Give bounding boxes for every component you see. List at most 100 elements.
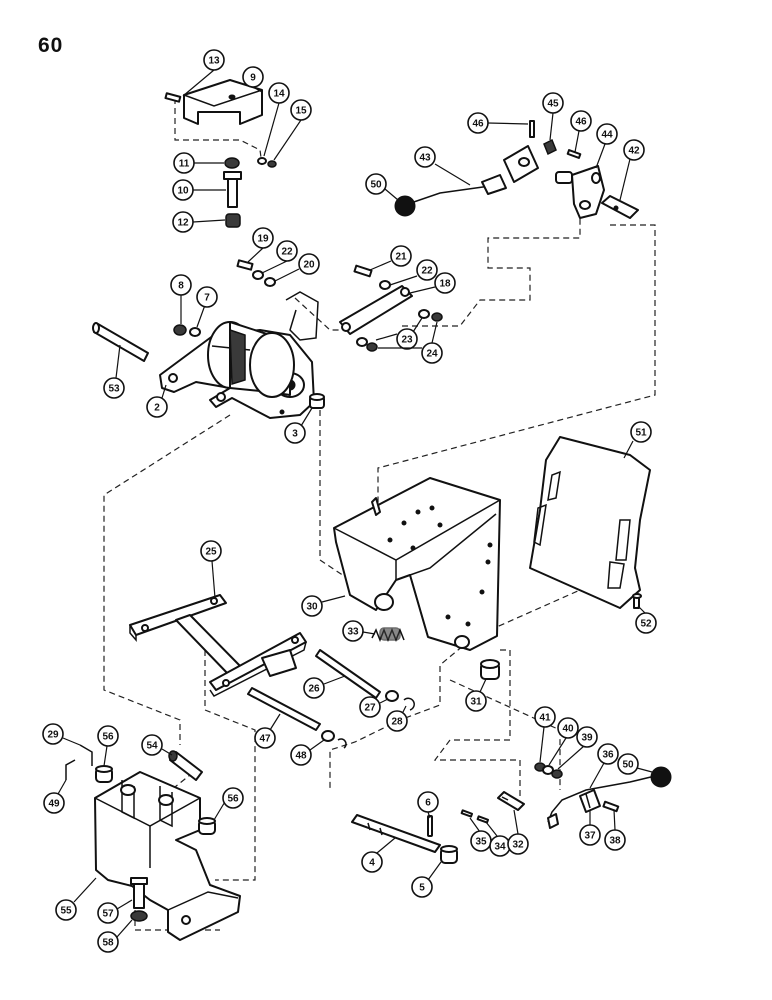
svg-text:50: 50 — [622, 760, 634, 771]
svg-text:36: 36 — [602, 750, 614, 761]
svg-text:54: 54 — [146, 741, 158, 752]
washer-22b — [264, 277, 276, 287]
svg-text:6: 6 — [425, 798, 431, 809]
washers-27 — [385, 690, 399, 702]
pivot-44 — [555, 165, 605, 219]
svg-text:32: 32 — [512, 840, 524, 851]
svg-text:21: 21 — [395, 252, 407, 263]
callout-7: 7 — [196, 286, 218, 328]
svg-text:29: 29 — [47, 730, 59, 741]
svg-text:19: 19 — [257, 234, 269, 245]
screw-38 — [602, 800, 620, 813]
pins-35-34 — [460, 809, 490, 824]
svg-text:50: 50 — [370, 180, 382, 191]
callout-28: 28 — [386, 705, 408, 732]
svg-text:13: 13 — [208, 56, 220, 67]
svg-text:11: 11 — [179, 159, 190, 170]
svg-text:39: 39 — [581, 733, 593, 744]
callout-42: 42 — [619, 139, 645, 201]
callout-45: 45 — [542, 92, 564, 141]
callout-46b: 46 — [570, 110, 592, 153]
svg-text:14: 14 — [273, 89, 285, 100]
svg-text:44: 44 — [601, 130, 613, 141]
bushing-56a — [95, 765, 113, 783]
lever-43 — [404, 145, 539, 206]
svg-text:56: 56 — [102, 732, 114, 743]
svg-text:52: 52 — [640, 619, 652, 630]
washer-7 — [189, 327, 201, 337]
svg-text:30: 30 — [306, 602, 318, 613]
lever-36 — [547, 775, 656, 829]
callout-46a: 46 — [467, 112, 529, 134]
callout-24: 24 — [378, 321, 443, 364]
callout-48: 48 — [290, 739, 325, 766]
svg-text:57: 57 — [102, 909, 114, 920]
callout-51: 51 — [623, 421, 652, 459]
svg-text:56: 56 — [227, 794, 239, 805]
page-number: 60 — [38, 34, 64, 57]
cable-20 — [285, 291, 319, 341]
svg-text:51: 51 — [635, 428, 647, 439]
callout-25: 25 — [200, 540, 222, 599]
spring-45 — [543, 138, 557, 156]
callout-11: 11 — [173, 152, 224, 174]
washer-22c — [379, 280, 391, 290]
callout-20: 20 — [274, 253, 320, 282]
callout-52: 52 — [635, 605, 657, 634]
knob-50a — [394, 195, 416, 217]
pin-47 — [247, 687, 321, 731]
svg-text:33: 33 — [347, 627, 359, 638]
svg-text:8: 8 — [178, 281, 184, 292]
callout-53: 53 — [103, 344, 125, 399]
callout-22a: 22 — [261, 240, 298, 274]
callout-9: 9 — [242, 66, 264, 93]
callout-34: 34 — [485, 821, 511, 857]
bushing-56b — [198, 817, 216, 835]
callout-49: 49 — [43, 779, 67, 814]
callout-56a: 56 — [97, 725, 119, 767]
callout-4: 4 — [361, 837, 396, 873]
svg-text:34: 34 — [494, 842, 506, 853]
svg-text:42: 42 — [628, 146, 640, 157]
callout-39: 39 — [557, 726, 598, 770]
svg-text:18: 18 — [439, 279, 451, 290]
callout-55: 55 — [55, 877, 97, 921]
callout-50a: 50 — [365, 173, 399, 201]
callout-44: 44 — [595, 123, 618, 169]
svg-text:2: 2 — [154, 403, 160, 414]
bolt-10 — [223, 171, 242, 208]
callout-26: 26 — [303, 675, 346, 699]
pin-42 — [601, 195, 639, 219]
pin-32 — [497, 791, 525, 811]
svg-text:9: 9 — [250, 73, 256, 84]
svg-text:24: 24 — [426, 349, 438, 360]
callout-23: 23 — [375, 317, 423, 350]
svg-text:23: 23 — [401, 335, 413, 346]
washer-48 — [321, 730, 335, 742]
bushing-5 — [440, 845, 458, 864]
pulley-drum — [207, 321, 295, 398]
callout-30: 30 — [301, 595, 346, 617]
callout-37: 37 — [579, 810, 601, 846]
svg-text:40: 40 — [562, 724, 574, 735]
bolt-13 — [164, 92, 182, 103]
callout-58: 58 — [97, 919, 133, 953]
callout-47: 47 — [254, 713, 281, 749]
callout-8: 8 — [170, 274, 192, 324]
shaft-4 — [351, 814, 441, 853]
callout-54: 54 — [141, 734, 173, 756]
bracket-25 — [129, 594, 307, 697]
callout-2: 2 — [146, 384, 168, 418]
svg-text:46: 46 — [472, 119, 484, 130]
svg-text:10: 10 — [177, 186, 189, 197]
pin-26 — [315, 649, 381, 699]
pin-29 — [79, 744, 93, 766]
pin-49 — [65, 759, 76, 780]
screw-19 — [236, 259, 254, 271]
callout-31: 31 — [465, 678, 487, 712]
svg-text:31: 31 — [470, 697, 482, 708]
washer-22a — [252, 270, 264, 280]
bushing-12 — [225, 213, 241, 228]
bushing-31 — [480, 659, 500, 680]
callout-43: 43 — [414, 146, 471, 186]
